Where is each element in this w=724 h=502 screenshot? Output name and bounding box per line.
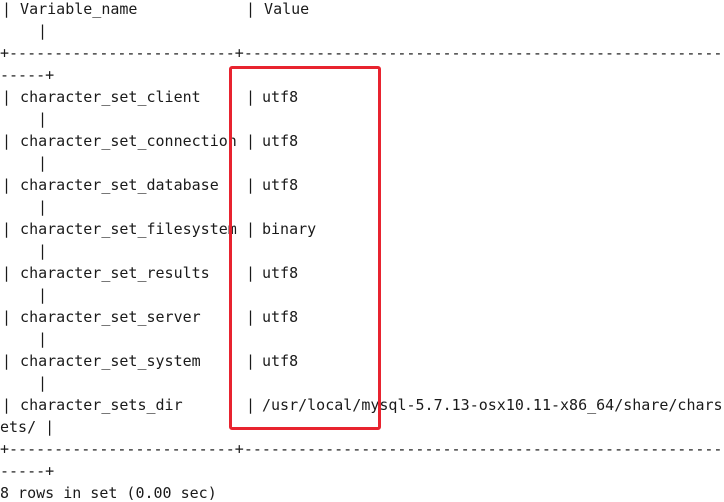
row-wrap: | [38, 286, 48, 304]
row-sep: | [246, 308, 256, 326]
row-sep: | [246, 264, 256, 282]
row-wrap: | [38, 242, 48, 260]
row-wrap: | [38, 110, 48, 128]
row-sep: | [246, 352, 256, 370]
row-value: utf8 [262, 132, 299, 150]
row-value: utf8 [262, 176, 299, 194]
row-value: utf8 [262, 264, 299, 282]
row-name: | character_set_client [2, 88, 201, 106]
table-border-top-wrap: -----+ [0, 66, 55, 84]
row-sep: | [246, 396, 256, 414]
row-name: | character_set_server [2, 308, 201, 326]
row-wrap: | [38, 198, 48, 216]
row-value: utf8 [262, 352, 299, 370]
row-wrap: | [38, 154, 48, 172]
highlight-annotation-box [229, 66, 381, 430]
row-sep: | [246, 176, 256, 194]
row-name: | character_set_results [2, 264, 210, 282]
row-wrap: | [38, 330, 48, 348]
row-value: utf8 [262, 88, 299, 106]
row-value: /usr/local/mysql-5.7.13-osx10.11-x86_64/… [262, 396, 723, 414]
row-name: | character_set_connection [2, 132, 237, 150]
result-footer: 8 rows in set (0.00 sec) [0, 484, 217, 502]
table-border-bottom-wrap: -----+ [0, 462, 55, 480]
header-variable-name: | Variable_name [2, 0, 138, 18]
row-sep: | [246, 132, 256, 150]
table-border-top: +-------------------------+-------------… [0, 44, 724, 62]
row-sep: | [246, 220, 256, 238]
row-name: | character_set_system [2, 352, 201, 370]
row-sep: | [246, 88, 256, 106]
row-wrap: | [38, 374, 48, 392]
row-name: | character_set_filesystem [2, 220, 237, 238]
row-value: binary [262, 220, 317, 238]
row-wrap: ets/ | [0, 418, 55, 436]
row-name: | character_sets_dir [2, 396, 183, 414]
header-value: | Value [246, 0, 310, 18]
row-name: | character_set_database [2, 176, 219, 194]
header-wrap-pipe: | [38, 22, 48, 40]
table-border-bottom: +-------------------------+-------------… [0, 440, 724, 458]
row-value: utf8 [262, 308, 299, 326]
